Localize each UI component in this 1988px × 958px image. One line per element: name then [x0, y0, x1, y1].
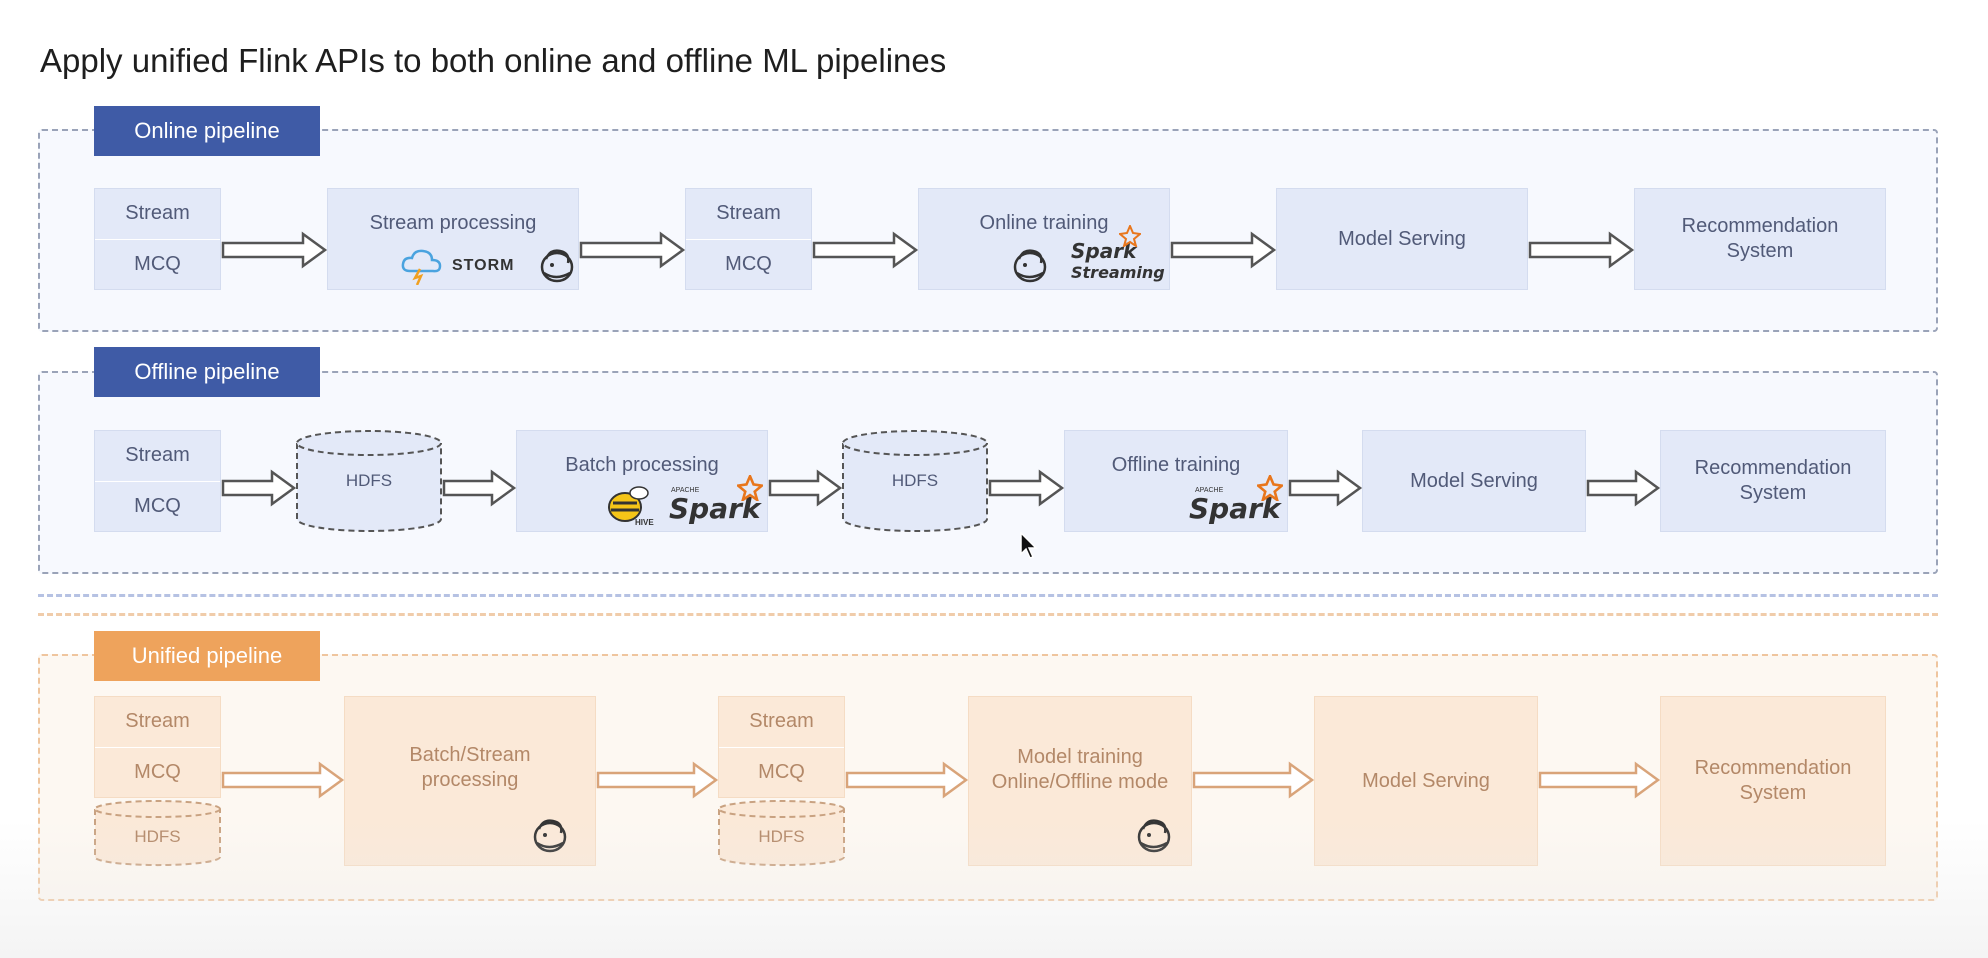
apache-text: APACHE	[671, 487, 700, 494]
offline-stream-mcq-box: Stream MCQ	[94, 430, 221, 532]
hdfs-label: HDFS	[891, 471, 939, 490]
recommendation-line1: Recommendation	[1694, 457, 1852, 479]
spark-star-icon	[1117, 223, 1143, 254]
mouse-cursor-icon	[1020, 531, 1038, 565]
model-serving-label: Model Serving	[1362, 769, 1490, 792]
slide-title: Apply unified Flink APIs to both online …	[40, 42, 947, 79]
flink-squirrel-icon	[536, 243, 578, 292]
online-model-serving-box: Model Serving	[1276, 188, 1528, 290]
hive-bee-icon	[605, 483, 651, 534]
storm-cloud-icon	[400, 245, 444, 292]
mcq-label: MCQ	[95, 746, 220, 798]
batch-stream-line2: processing	[421, 769, 519, 791]
stream-processing-box: Stream processing STORM	[327, 188, 579, 290]
batch-processing-box: Batch processing HIVE APACHE Spark	[516, 430, 768, 532]
unified-pipeline-tag: Unified pipeline	[94, 631, 320, 681]
recommendation-line2: System	[1726, 240, 1794, 262]
block-arrow-icon	[221, 761, 345, 799]
recommendation-line1: Recommendation	[1694, 757, 1852, 779]
spark-star-icon	[735, 472, 765, 508]
batch-stream-processing-box: Batch/Stream processing	[344, 696, 596, 866]
batch-processing-label: Batch processing	[565, 454, 719, 476]
model-training-box: Model training Online/Offline mode	[968, 696, 1192, 866]
recommendation-line1: Recommendation	[1681, 215, 1839, 237]
unified-stream-mcq-box-2: Stream MCQ	[718, 696, 845, 798]
stream-label: Stream	[125, 710, 190, 733]
block-arrow-icon	[988, 469, 1065, 507]
hdfs-label: HDFS	[758, 827, 805, 846]
block-arrow-icon	[845, 761, 969, 799]
flink-squirrel-icon	[1133, 813, 1175, 862]
recommendation-line2: System	[1739, 482, 1807, 504]
offline-recommendation-box: Recommendation System	[1660, 430, 1886, 532]
mcq-label: MCQ	[95, 480, 220, 532]
unified-hdfs-cylinder-2: HDFS	[718, 800, 845, 867]
mcq-label: MCQ	[719, 746, 844, 798]
hdfs-label: HDFS	[345, 471, 393, 490]
block-arrow-icon	[1528, 231, 1635, 269]
block-arrow-icon	[1538, 761, 1661, 799]
unified-hdfs-cylinder-1: HDFS	[94, 800, 221, 867]
unified-model-serving-box: Model Serving	[1314, 696, 1538, 866]
flink-squirrel-icon	[529, 813, 571, 862]
model-training-line1: Model training	[1017, 746, 1143, 768]
hdfs-label: HDFS	[134, 827, 181, 846]
block-arrow-icon	[221, 469, 297, 507]
model-training-line2: Online/Offline mode	[991, 771, 1169, 793]
separator-line-orange	[38, 613, 1938, 616]
block-arrow-icon	[596, 761, 719, 799]
flink-squirrel-icon	[1009, 243, 1051, 292]
mcq-label: MCQ	[686, 238, 811, 290]
storm-text: STORM	[452, 257, 515, 274]
unified-stream-mcq-box: Stream MCQ	[94, 696, 221, 798]
block-arrow-icon	[768, 469, 843, 507]
model-serving-label: Model Serving	[1338, 227, 1466, 250]
unified-recommendation-box: Recommendation System	[1660, 696, 1886, 866]
block-arrow-icon	[579, 231, 686, 269]
mcq-label: MCQ	[95, 238, 220, 290]
stream-label: Stream	[125, 202, 190, 225]
block-arrow-icon	[1586, 469, 1661, 507]
offline-training-label: Offline training	[1111, 454, 1241, 476]
stream-label: Stream	[749, 710, 814, 733]
block-arrow-icon	[442, 469, 517, 507]
block-arrow-icon	[1288, 469, 1363, 507]
online-training-box: Online training Spark Streaming	[918, 188, 1170, 290]
offline-hdfs-cylinder-2: HDFS	[842, 430, 988, 532]
block-arrow-icon	[221, 231, 328, 269]
block-arrow-icon	[1170, 231, 1277, 269]
spark-streaming-text: Streaming	[1071, 263, 1165, 282]
stream-processing-label: Stream processing	[369, 212, 537, 234]
online-recommendation-box: Recommendation System	[1634, 188, 1886, 290]
hive-text: HIVE	[635, 518, 654, 527]
online-training-label: Online training	[979, 212, 1109, 234]
separator-line-blue	[38, 594, 1938, 597]
offline-pipeline-tag: Offline pipeline	[94, 347, 320, 397]
recommendation-line2: System	[1739, 782, 1807, 804]
offline-training-box: Offline training APACHE Spark	[1064, 430, 1288, 532]
block-arrow-icon	[1192, 761, 1315, 799]
stream-label: Stream	[125, 444, 190, 467]
block-arrow-icon	[812, 231, 919, 269]
online-stream-mcq-box-2: Stream MCQ	[685, 188, 812, 290]
stream-label: Stream	[716, 202, 781, 225]
apache-text: APACHE	[1195, 487, 1224, 494]
offline-hdfs-cylinder-1: HDFS	[296, 430, 442, 532]
model-serving-label: Model Serving	[1410, 469, 1538, 492]
online-pipeline-tag: Online pipeline	[94, 106, 320, 156]
online-stream-mcq-box: Stream MCQ	[94, 188, 221, 290]
batch-stream-line1: Batch/Stream	[409, 744, 531, 766]
offline-model-serving-box: Model Serving	[1362, 430, 1586, 532]
spark-star-icon	[1255, 472, 1285, 508]
